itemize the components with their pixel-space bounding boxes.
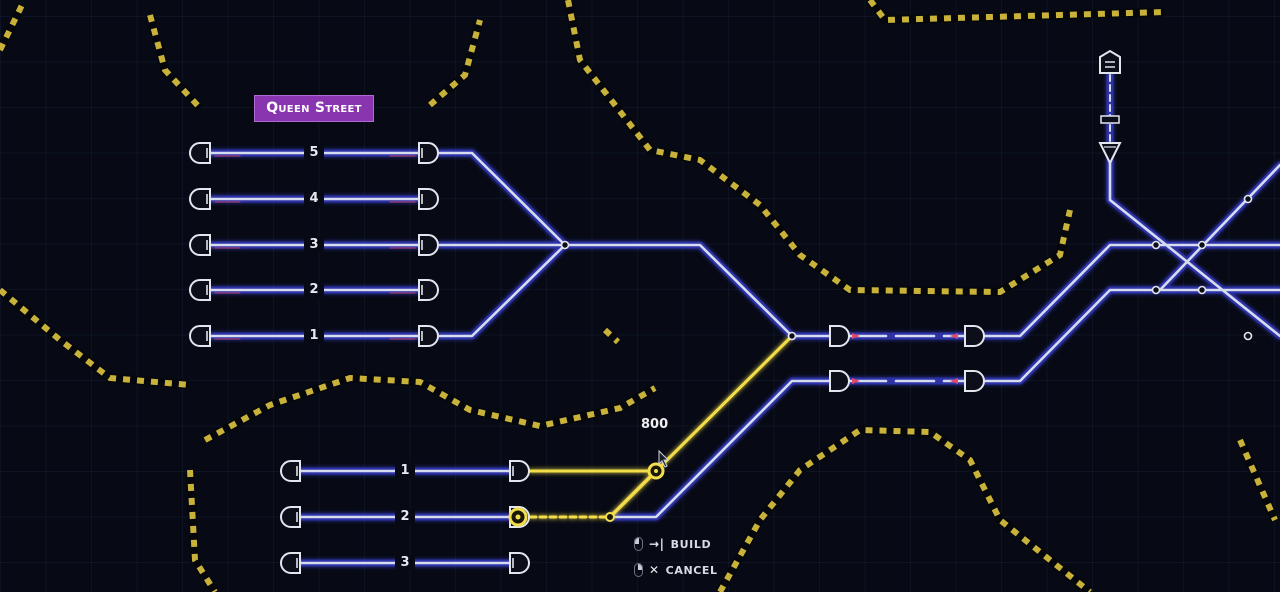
signal-icon [964,370,985,392]
signal-icon [418,234,439,256]
close-icon: ✕ [649,563,660,577]
mouse-cursor-icon [658,449,670,468]
build-hint-label: BUILD [670,537,712,551]
signal-bars [206,148,514,568]
junction-node-icon [1197,240,1207,250]
junction-node-icon [787,331,797,341]
right-mouse-button-icon [634,563,643,577]
signal-icon [189,325,211,347]
signal-icon [418,325,439,347]
signal-icon [829,325,850,347]
junction-node-icon [560,240,570,250]
signal-icon [280,552,301,574]
signal-icon [189,188,211,210]
platform-number: 3 [304,237,324,253]
junction-node-icon [1243,194,1253,204]
junction-node-icon [1197,285,1207,295]
build-glyph-icon: →| [649,537,665,551]
junction-node-icon [1243,331,1253,341]
platform-number: 1 [395,463,415,479]
signal-icon [509,552,530,574]
signal-icon [189,234,211,256]
build-node-icon [605,512,615,522]
cancel-hint-label: CANCEL [665,563,718,577]
junction-nodes[interactable] [560,194,1253,341]
platform-number: 2 [304,282,324,298]
platform-number: 4 [304,191,324,207]
station-name-label[interactable]: Queen Street [254,95,374,122]
build-nodes[interactable] [508,462,665,527]
direction-arrows [852,333,958,384]
signal-icon [418,188,439,210]
build-hint[interactable]: →| BUILD [634,534,711,554]
signals[interactable] [189,142,985,574]
signal-icon [509,460,530,482]
platform-number: 3 [395,555,415,571]
platform-number: 1 [304,328,324,344]
platform-number: 2 [395,509,415,525]
junction-node-icon [1151,240,1161,250]
signal-icon [418,279,439,301]
cancel-hint[interactable]: ✕ CANCEL [634,560,718,580]
junction-node-icon [1151,285,1161,295]
build-cost-label: 800 [641,417,669,432]
depot-icon[interactable] [1098,49,1122,166]
signal-icon [280,460,301,482]
signal-icon [280,506,301,528]
signal-icon [418,142,439,164]
signal-icon [829,370,850,392]
signal-icon [189,279,211,301]
signal-icon [964,325,985,347]
platform-number: 5 [304,145,324,161]
signal-icon [189,142,211,164]
left-mouse-button-icon [634,537,643,551]
